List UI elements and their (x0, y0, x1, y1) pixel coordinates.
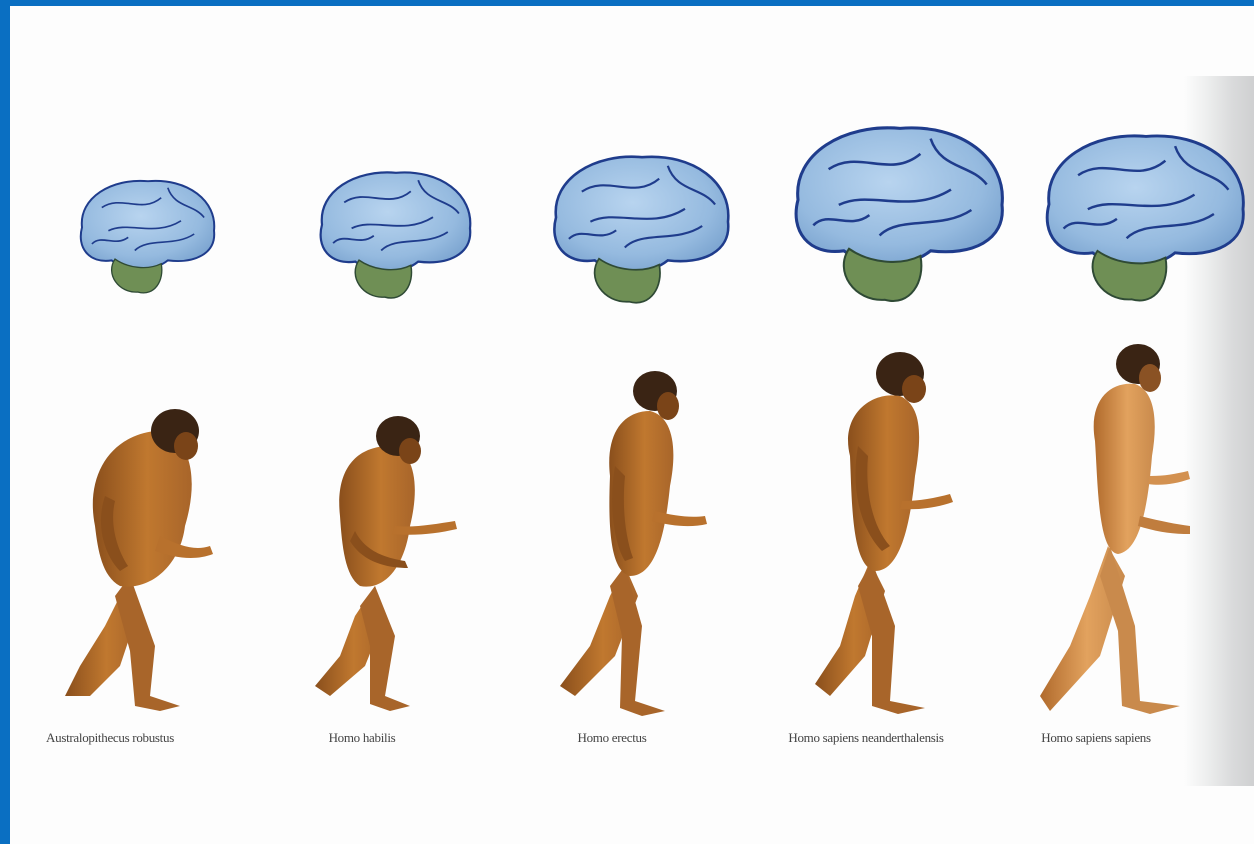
caption-sapiens: Homo sapiens sapiens (1041, 730, 1151, 746)
caption-erectus: Homo erectus (578, 730, 647, 746)
brain-sapiens (1047, 136, 1243, 301)
brain-erectus (554, 157, 728, 303)
figure-neanderthalensis (815, 352, 953, 714)
caption-australopithecus: Australopithecus robustus (46, 730, 174, 746)
evolution-illustration (10, 6, 1254, 844)
caption-habilis: Homo habilis (329, 730, 396, 746)
figure-sapiens (1040, 344, 1190, 714)
figure-erectus (560, 371, 707, 716)
caption-neanderthalensis: Homo sapiens neanderthalensis (788, 730, 943, 746)
brain-australopithecus (81, 181, 214, 293)
figure-habilis (315, 416, 457, 711)
figure-australopithecus (65, 409, 213, 711)
brain-habilis (321, 172, 471, 298)
brain-neanderthalensis (796, 128, 1002, 301)
book-page: Australopithecus robustus Homo habilis H… (10, 6, 1254, 844)
